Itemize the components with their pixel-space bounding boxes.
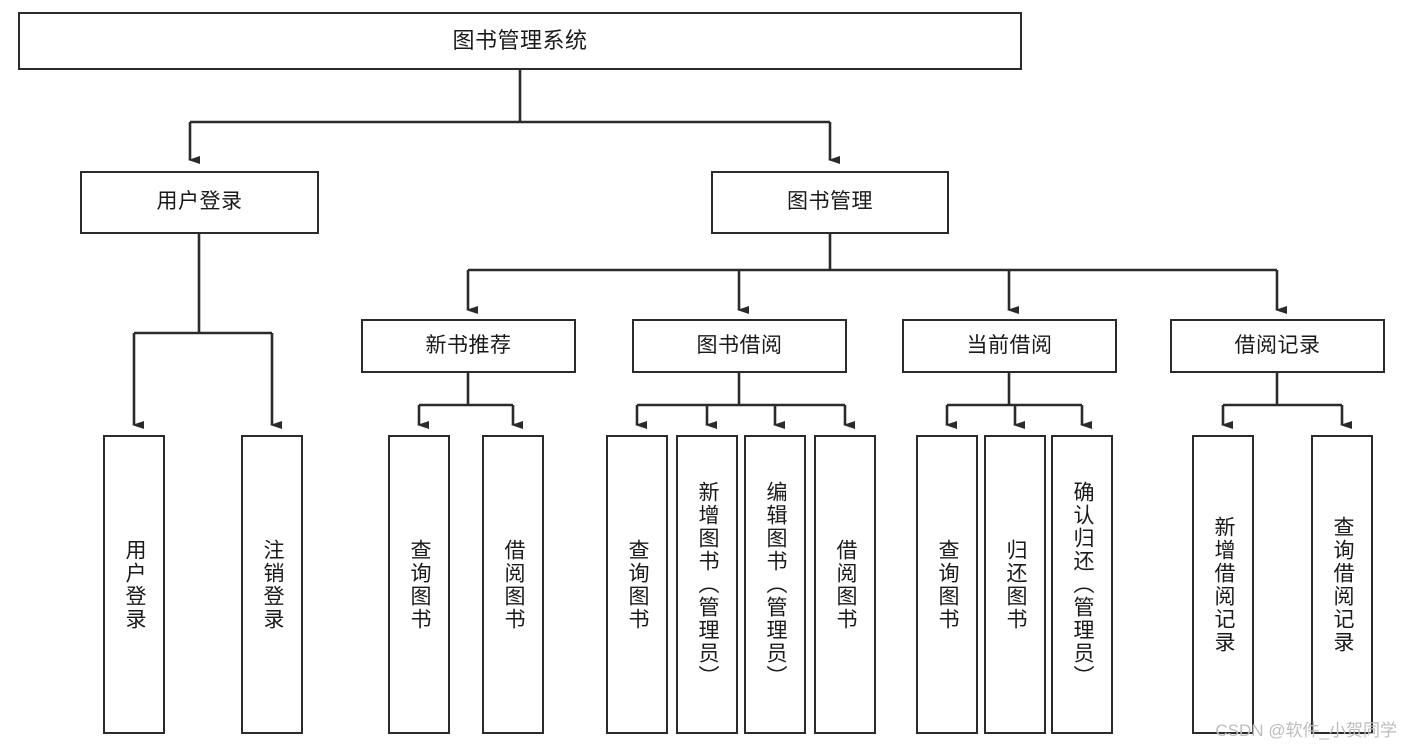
node-label: 查询借阅记录	[1331, 515, 1355, 654]
node-root-book-management-system[interactable]: 图书管理系统	[18, 12, 1022, 70]
node-borrow-record[interactable]: 借阅记录	[1170, 319, 1385, 373]
node-book-borrow[interactable]: 图书借阅	[632, 319, 847, 373]
leaf-confirm-return-admin[interactable]: 确认归还（管理员）	[1051, 435, 1113, 734]
node-label: 查询图书	[626, 538, 650, 631]
node-label: 用户登录	[156, 190, 243, 214]
node-label: 图书管理	[787, 190, 873, 214]
leaf-borrow-book[interactable]: 借阅图书	[814, 435, 876, 734]
node-label: 注销登录	[261, 538, 285, 631]
node-label: 借阅记录	[1234, 333, 1321, 357]
leaf-borrow-book-new[interactable]: 借阅图书	[482, 435, 544, 734]
node-label: 查询图书	[408, 538, 432, 631]
leaf-add-borrow-record[interactable]: 新增借阅记录	[1192, 435, 1254, 734]
node-label: 新增图书（管理员）	[696, 481, 720, 688]
node-current-borrow[interactable]: 当前借阅	[902, 319, 1117, 373]
node-label: 新书推荐	[425, 333, 512, 357]
leaf-user-login[interactable]: 用户登录	[103, 435, 165, 734]
node-book-management[interactable]: 图书管理	[711, 171, 949, 234]
node-user-login[interactable]: 用户登录	[80, 171, 319, 234]
leaf-logout-login[interactable]: 注销登录	[241, 435, 303, 734]
node-label: 借阅图书	[834, 538, 858, 631]
node-label: 当前借阅	[966, 333, 1053, 357]
leaf-edit-book-admin[interactable]: 编辑图书（管理员）	[744, 435, 806, 734]
leaf-add-book-admin[interactable]: 新增图书（管理员）	[676, 435, 738, 734]
node-new-book-recommend[interactable]: 新书推荐	[361, 319, 576, 373]
node-label: 借阅图书	[502, 538, 526, 631]
node-label: 新增借阅记录	[1212, 515, 1236, 654]
node-label: 编辑图书（管理员）	[764, 481, 788, 688]
leaf-query-book-borrow[interactable]: 查询图书	[606, 435, 668, 734]
node-label: 归还图书	[1004, 538, 1028, 631]
node-label: 图书借阅	[696, 333, 783, 357]
leaf-query-book-current[interactable]: 查询图书	[916, 435, 978, 734]
node-label: 图书管理系统	[452, 28, 588, 54]
leaf-query-book-new[interactable]: 查询图书	[388, 435, 450, 734]
leaf-query-borrow-record[interactable]: 查询借阅记录	[1311, 435, 1373, 734]
leaf-return-book[interactable]: 归还图书	[984, 435, 1046, 734]
node-label: 确认归还（管理员）	[1071, 481, 1095, 688]
node-label: 查询图书	[936, 538, 960, 631]
node-label: 用户登录	[123, 538, 147, 631]
